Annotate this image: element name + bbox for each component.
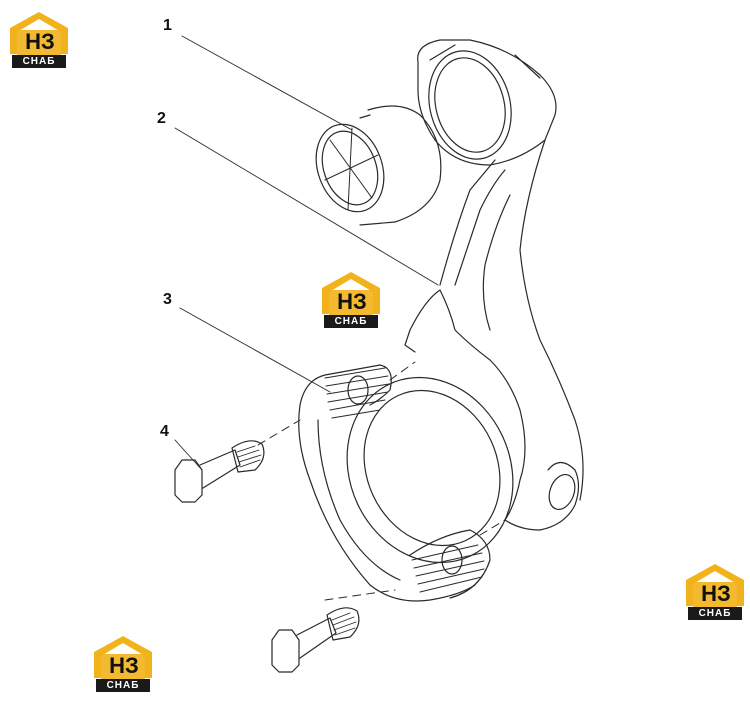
callout-3: 3 — [163, 291, 172, 308]
logo-brand-text: НЗ — [109, 653, 139, 678]
watermark-logo: НЗ СНАБ — [320, 270, 382, 328]
logo-plate-text: СНАБ — [12, 55, 66, 68]
bearing-shell — [315, 105, 442, 226]
bolt-upper — [174, 440, 265, 503]
watermark-logo: НЗ СНАБ — [92, 634, 154, 692]
logo-brand-text: НЗ — [701, 581, 731, 606]
rod-beam — [439, 139, 584, 501]
watermark-logo: НЗ СНАБ — [8, 10, 70, 68]
logo-roof-icon — [322, 272, 380, 315]
rod-small-end — [417, 39, 557, 166]
leader-lines — [174, 35, 439, 471]
callout-4: 4 — [160, 423, 169, 440]
callout-2: 2 — [157, 110, 166, 127]
logo-roof-icon — [686, 564, 744, 607]
logo-roof-icon — [10, 12, 68, 55]
rod-big-end — [404, 289, 580, 531]
bolt-lower — [271, 607, 360, 673]
logo-plate-text: СНАБ — [96, 679, 150, 692]
watermark-logo: НЗ СНАБ — [684, 562, 746, 620]
logo-brand-text: НЗ — [337, 289, 367, 314]
logo-plate-text: СНАБ — [324, 315, 378, 328]
callout-1: 1 — [163, 17, 172, 34]
assembly-lines — [257, 361, 506, 601]
logo-plate-text: СНАБ — [688, 607, 742, 620]
logo-roof-icon — [94, 636, 152, 679]
bearing-cap — [298, 364, 514, 602]
logo-brand-text: НЗ — [25, 29, 55, 54]
